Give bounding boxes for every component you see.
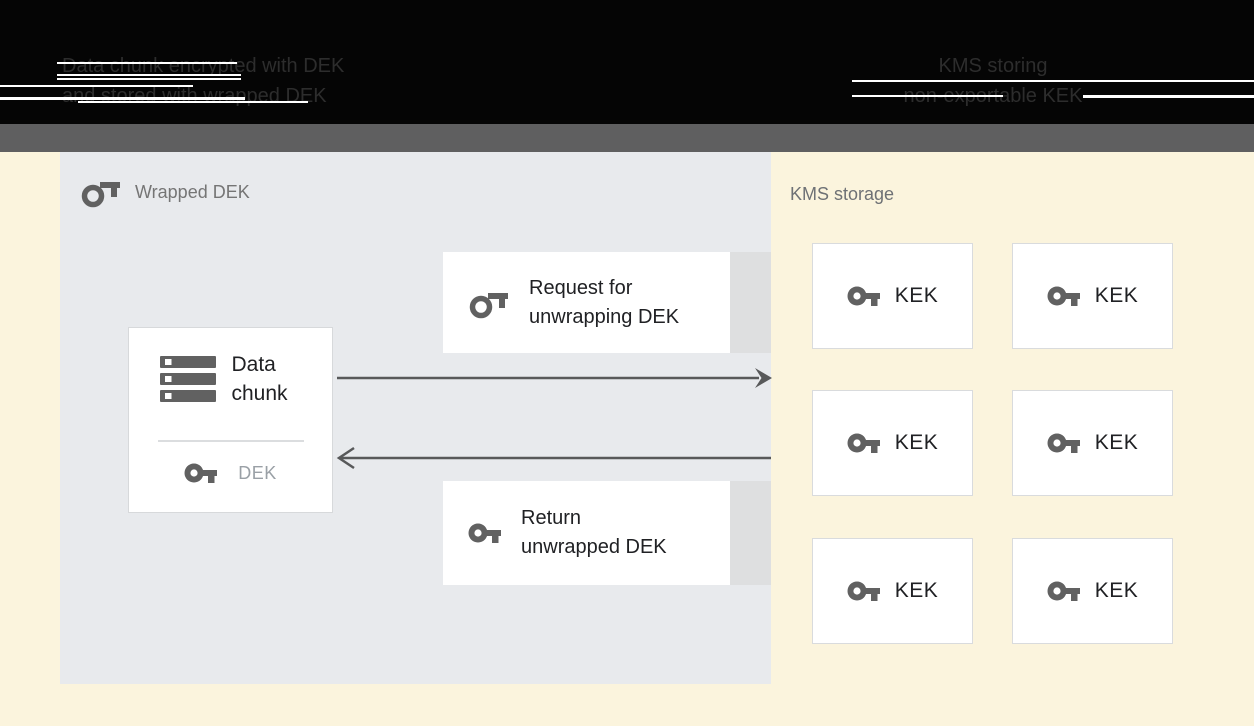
key-solid-icon xyxy=(468,523,501,543)
return-unwrapped-label: Return unwrapped DEK xyxy=(521,507,667,558)
right-caption-line1: KMS storing xyxy=(938,55,1048,77)
key-solid-icon xyxy=(847,581,880,601)
kek-box: KEK xyxy=(812,390,973,496)
glitch-line xyxy=(0,97,245,100)
kek-box: KEK xyxy=(1012,243,1173,349)
wrapped-dek-panel: Wrapped DEK Data chunk DEK Request for u… xyxy=(60,152,771,684)
key-solid-icon xyxy=(1047,433,1080,453)
glitch-line xyxy=(57,78,241,80)
server-stack-icon xyxy=(159,356,216,402)
dek-row: DEK xyxy=(129,460,332,486)
key-outline-icon xyxy=(468,287,510,319)
data-chunk-row: Data chunk xyxy=(129,350,332,408)
kek-box: KEK xyxy=(812,243,973,349)
dek-label: DEK xyxy=(238,462,277,483)
kek-label: KEK xyxy=(1094,284,1139,307)
glitch-line xyxy=(78,101,308,103)
data-chunk-title: Data chunk xyxy=(231,353,288,405)
kek-label: KEK xyxy=(1094,579,1139,602)
kek-label: KEK xyxy=(1094,431,1139,454)
key-solid-icon xyxy=(847,286,880,306)
key-solid-icon xyxy=(1047,286,1080,306)
kek-box: KEK xyxy=(1012,538,1173,644)
glitch-line xyxy=(852,95,1003,97)
wrapped-dek-label-row: Wrapped DEK xyxy=(80,176,250,208)
return-box-strip xyxy=(730,481,771,585)
glitch-line xyxy=(852,80,1254,82)
divider xyxy=(158,440,304,442)
key-solid-icon xyxy=(847,433,880,453)
wrapped-dek-label: Wrapped DEK xyxy=(135,181,250,202)
kek-box: KEK xyxy=(1012,390,1173,496)
request-unwrap-box: Request for unwrapping DEK xyxy=(443,252,730,353)
header-band: Data chunk encrypted with DEK and stored… xyxy=(0,0,1254,124)
request-box-strip xyxy=(730,252,771,353)
kek-label: KEK xyxy=(894,431,939,454)
key-solid-icon xyxy=(184,463,218,483)
glitch-line xyxy=(0,85,193,87)
glitch-line xyxy=(1083,95,1254,98)
key-solid-icon xyxy=(1047,581,1080,601)
kek-box: KEK xyxy=(812,538,973,644)
gray-band xyxy=(0,124,1254,152)
kms-storage-label: KMS storage xyxy=(790,184,895,204)
glitch-line xyxy=(57,74,241,76)
request-unwrap-label: Request for unwrapping DEK xyxy=(529,276,680,328)
return-unwrapped-box: Return unwrapped DEK xyxy=(443,481,730,585)
glitch-line xyxy=(57,62,237,64)
kek-label: KEK xyxy=(894,579,939,602)
data-chunk-box: Data chunk DEK xyxy=(128,327,333,513)
key-outline-icon xyxy=(80,176,122,208)
left-caption-line1: Data chunk encrypted with DEK xyxy=(62,55,345,77)
kek-label: KEK xyxy=(894,284,939,307)
